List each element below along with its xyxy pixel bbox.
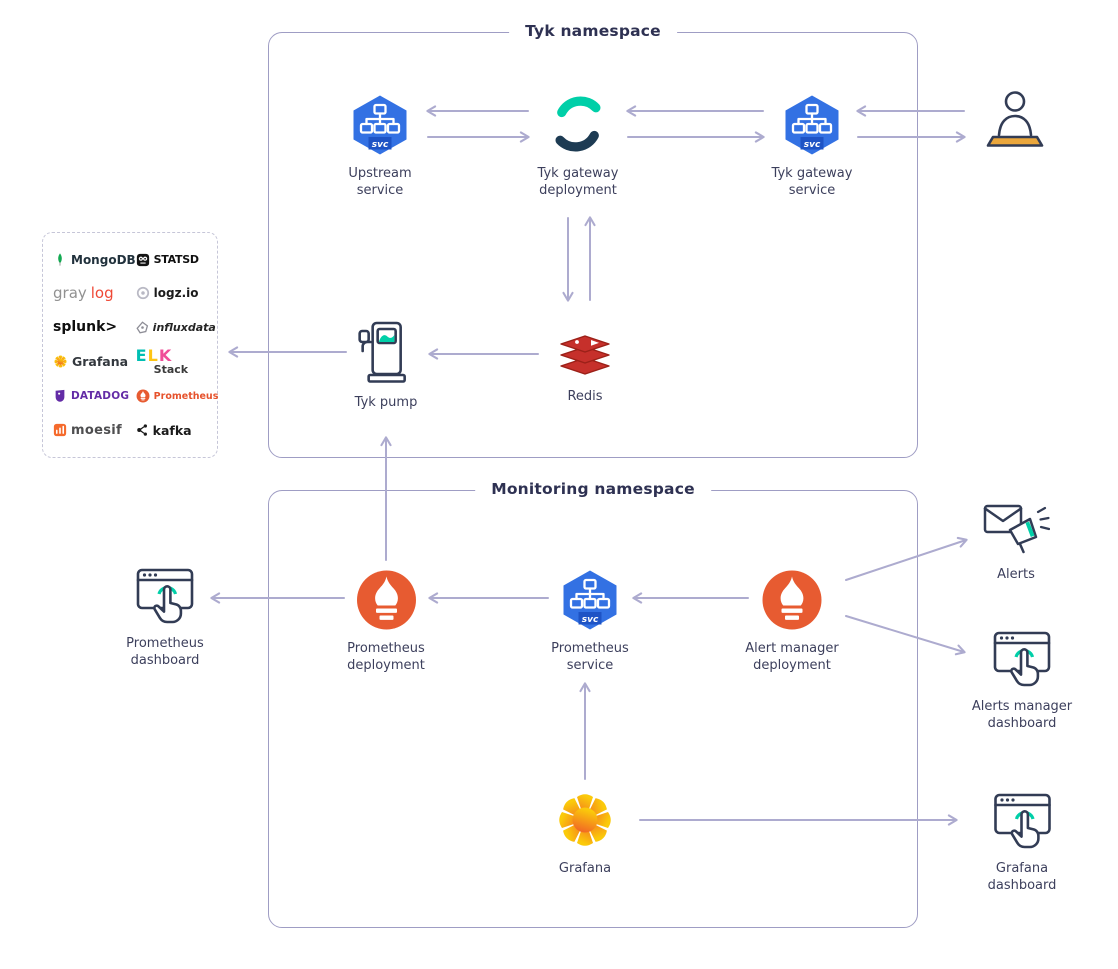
influxdata-icon bbox=[136, 320, 148, 334]
svc-badge: svc bbox=[372, 140, 389, 150]
mongodb-leaf-icon bbox=[58, 253, 62, 266]
pump-icon bbox=[358, 318, 414, 386]
node-label: Grafana dashboard bbox=[987, 861, 1057, 893]
k8s-service-icon: svc bbox=[558, 568, 622, 632]
node-prometheus-deployment: Prometheus deployment bbox=[334, 568, 439, 675]
node-label: Tyk gateway deployment bbox=[537, 166, 619, 198]
tool-kafka: kafka bbox=[136, 417, 219, 443]
node-alerts-manager-dashboard: Alerts manager dashboard bbox=[963, 626, 1081, 733]
node-label: Upstream service bbox=[348, 166, 412, 198]
prometheus-small-icon bbox=[136, 389, 150, 403]
node-prometheus-dashboard: Prometheus dashboard bbox=[115, 563, 215, 670]
tool-elk-stack: ELK Stack bbox=[135, 345, 189, 376]
tyk-namespace-title: Tyk namespace bbox=[509, 22, 677, 40]
node-label: Alert manager deployment bbox=[745, 641, 839, 673]
monitoring-namespace-box: Monitoring namespace bbox=[268, 480, 918, 928]
tool-splunk: splunk> bbox=[53, 319, 118, 336]
prometheus-icon bbox=[760, 568, 824, 632]
tyk-logo-icon bbox=[545, 91, 611, 157]
tool-influxdata: influxdata bbox=[136, 314, 219, 340]
node-redis: Redis bbox=[553, 330, 617, 406]
node-label: Alerts bbox=[997, 567, 1035, 582]
kafka-icon bbox=[136, 424, 147, 436]
node-label: Redis bbox=[567, 389, 603, 404]
grafana-icon bbox=[553, 788, 617, 852]
tool-datadog: DATADOG bbox=[53, 383, 136, 409]
node-alerts: Alerts bbox=[982, 500, 1050, 584]
node-user bbox=[980, 88, 1050, 150]
moesif-icon bbox=[53, 423, 67, 437]
node-label: Prometheus service bbox=[551, 641, 629, 673]
node-upstream-service: svc Upstream service bbox=[339, 93, 421, 200]
node-label: Alerts manager dashboard bbox=[971, 699, 1073, 731]
tool-logzio: logz.io bbox=[136, 280, 219, 306]
node-alert-manager-deployment: Alert manager deployment bbox=[736, 568, 848, 675]
node-label: Tyk pump bbox=[354, 395, 418, 410]
dashboard-icon bbox=[135, 563, 195, 627]
node-label: Tyk gateway service bbox=[771, 166, 853, 198]
node-label: Grafana bbox=[558, 861, 612, 876]
tool-prometheus: Prometheus bbox=[136, 383, 218, 409]
node-tyk-gateway-service: svc Tyk gateway service bbox=[762, 93, 862, 200]
k8s-service-icon: svc bbox=[348, 93, 412, 157]
tool-grafana: Grafana bbox=[53, 348, 136, 376]
prometheus-icon bbox=[354, 568, 418, 632]
node-tyk-gateway-deployment: Tyk gateway deployment bbox=[528, 91, 628, 200]
datadog-icon bbox=[55, 390, 65, 403]
alerts-megaphone-icon bbox=[982, 500, 1050, 558]
statsd-owl-icon bbox=[136, 253, 149, 266]
grafana-small-icon bbox=[53, 354, 68, 369]
logzio-icon bbox=[136, 287, 149, 300]
node-grafana: Grafana bbox=[553, 788, 617, 878]
dashboard-icon bbox=[992, 626, 1052, 690]
k8s-service-icon: svc bbox=[780, 93, 844, 157]
monitoring-namespace-title: Monitoring namespace bbox=[475, 480, 711, 498]
tool-mongodb: MongoDB bbox=[53, 247, 136, 273]
tool-moesif: moesif bbox=[53, 417, 136, 443]
tyk-namespace-box: Tyk namespace bbox=[268, 22, 918, 458]
svc-badge: svc bbox=[582, 615, 599, 625]
redis-icon bbox=[553, 330, 617, 380]
node-label: Prometheus dashboard bbox=[126, 636, 204, 668]
node-prometheus-service: svc Prometheus service bbox=[540, 568, 640, 675]
tool-statsd: STATSD bbox=[136, 247, 219, 273]
node-label: Prometheus deployment bbox=[347, 641, 425, 673]
svc-badge: svc bbox=[804, 140, 821, 150]
dashboard-icon bbox=[992, 788, 1052, 852]
user-laptop-icon bbox=[980, 88, 1050, 150]
node-tyk-pump: Tyk pump bbox=[354, 318, 418, 412]
node-grafana-dashboard: Grafana dashboard bbox=[975, 788, 1070, 895]
